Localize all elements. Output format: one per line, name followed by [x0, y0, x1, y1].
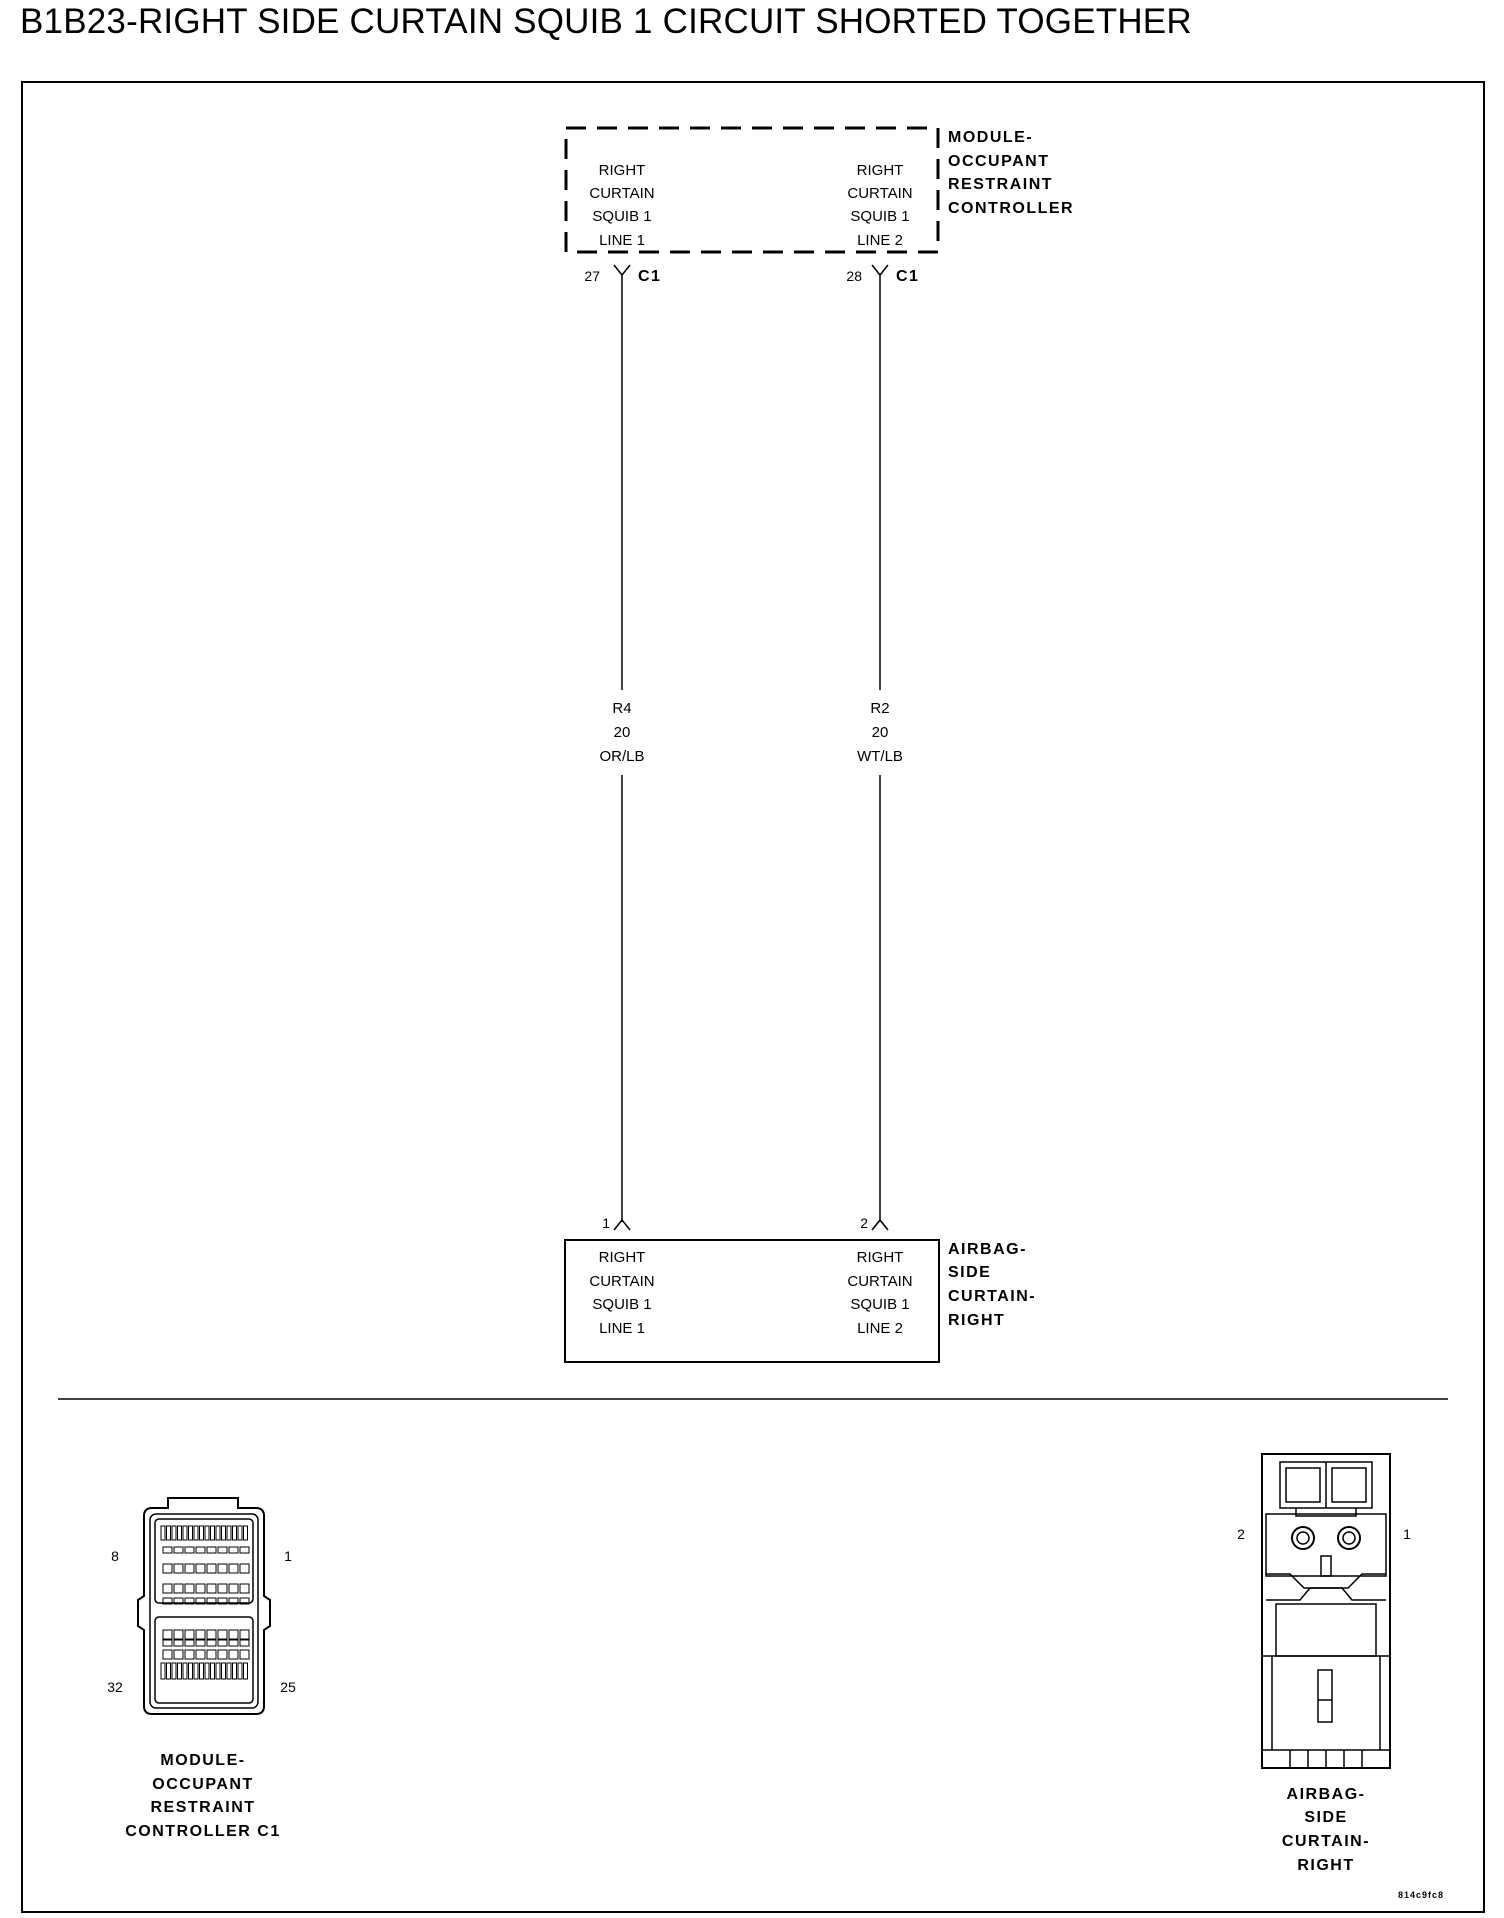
- module-connector-view: [137, 1497, 271, 1715]
- module-pin-b-label-4: LINE 2: [857, 232, 903, 249]
- module-pin-b-label-2: CURTAIN: [847, 185, 912, 202]
- module-pin-b-label-3: SQUIB 1: [850, 208, 909, 225]
- airbag-connector-view: [1261, 1453, 1391, 1769]
- module-pin-a-label-4: LINE 1: [599, 232, 645, 249]
- wire-2-gauge: 20: [872, 724, 889, 741]
- module-view-label-3: RESTRAINT: [150, 1799, 255, 1816]
- wire-1-gauge: 20: [614, 724, 631, 741]
- module-pin-b-connector: C1: [896, 268, 919, 285]
- airbag-name-line-1: AIRBAG-: [948, 1241, 1027, 1258]
- module-name-line-1: MODULE-: [948, 129, 1033, 146]
- figure-id: 814c9fc8: [1398, 1890, 1444, 1900]
- module-pin-a-label-3: SQUIB 1: [592, 208, 651, 225]
- module-view-pin-25: 25: [280, 1679, 296, 1695]
- airbag-view-pin-2: 2: [1237, 1526, 1245, 1542]
- module-pin-a-number: 27: [584, 268, 600, 284]
- airbag-name-line-3: CURTAIN-: [948, 1288, 1036, 1305]
- airbag-pin-b-fork: [871, 1218, 889, 1231]
- module-view-label-2: OCCUPANT: [152, 1776, 253, 1793]
- wire-1-circuit: R4: [612, 700, 631, 717]
- airbag-pin-b-number: 2: [860, 1215, 868, 1231]
- module-pin-a-label-1: RIGHT: [599, 162, 646, 179]
- module-name-line-4: CONTROLLER: [948, 200, 1074, 217]
- airbag-pin-a-label-2: CURTAIN: [589, 1273, 654, 1290]
- airbag-pin-a-label-3: SQUIB 1: [592, 1296, 651, 1313]
- module-view-pin-8: 8: [111, 1548, 119, 1564]
- wire-1-color: OR/LB: [599, 748, 644, 765]
- module-pin-b-fork: [871, 264, 889, 277]
- airbag-view-label-2: SIDE: [1304, 1809, 1347, 1826]
- module-view-label-1: MODULE-: [160, 1752, 245, 1769]
- airbag-pin-b-label-4: LINE 2: [857, 1320, 903, 1337]
- module-name-line-2: OCCUPANT: [948, 153, 1049, 170]
- module-view-label-4: CONTROLLER C1: [125, 1823, 281, 1840]
- wire-2-color: WT/LB: [857, 748, 903, 765]
- module-view-pin-32: 32: [107, 1679, 123, 1695]
- module-pin-a-connector: C1: [638, 268, 661, 285]
- airbag-pin-b-label-3: SQUIB 1: [850, 1296, 909, 1313]
- module-view-pin-1: 1: [284, 1548, 292, 1564]
- airbag-pin-b-label-1: RIGHT: [857, 1249, 904, 1266]
- airbag-pin-a-fork: [613, 1218, 631, 1231]
- module-pin-a-fork: [613, 264, 631, 277]
- airbag-view-label-4: RIGHT: [1297, 1857, 1354, 1874]
- airbag-view-pin-1: 1: [1403, 1526, 1411, 1542]
- airbag-pin-a-label-1: RIGHT: [599, 1249, 646, 1266]
- airbag-view-label-3: CURTAIN-: [1282, 1833, 1370, 1850]
- outer-frame: [21, 81, 1485, 1913]
- wire-2-circuit: R2: [870, 700, 889, 717]
- airbag-view-label-1: AIRBAG-: [1287, 1786, 1366, 1803]
- airbag-pin-a-number: 1: [602, 1215, 610, 1231]
- module-pin-b-number: 28: [846, 268, 862, 284]
- airbag-name-line-4: RIGHT: [948, 1312, 1005, 1329]
- airbag-pin-a-label-4: LINE 1: [599, 1320, 645, 1337]
- airbag-pin-b-label-2: CURTAIN: [847, 1273, 912, 1290]
- module-box: [564, 126, 940, 254]
- module-pin-a-label-2: CURTAIN: [589, 185, 654, 202]
- module-name-line-3: RESTRAINT: [948, 176, 1053, 193]
- page-title: B1B23-RIGHT SIDE CURTAIN SQUIB 1 CIRCUIT…: [20, 2, 1192, 41]
- airbag-box: [564, 1239, 940, 1363]
- airbag-name-line-2: SIDE: [948, 1264, 991, 1281]
- module-pin-b-label-1: RIGHT: [857, 162, 904, 179]
